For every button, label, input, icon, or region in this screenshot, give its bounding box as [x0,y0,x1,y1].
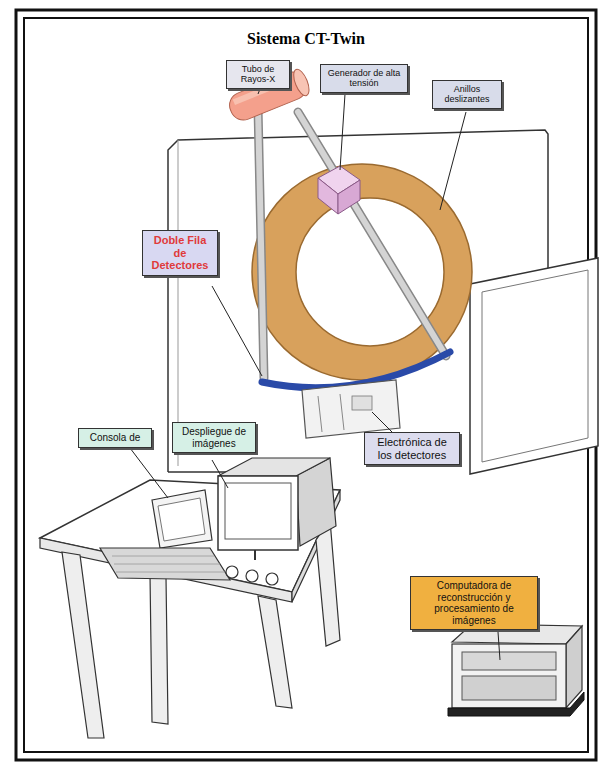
callout-text: Tubo de Rayos-X [231,64,285,85]
callout-text: Anillos deslizantes [437,84,497,105]
callout-box: Generador de alta tensión [320,64,408,93]
callout-box: Consola de [78,428,152,448]
callout-text: Generador de alta tensión [325,68,403,89]
callout-text: Electrónica de los detectores [369,436,455,461]
callout-box: Computadora de reconstrucción y procesam… [410,576,538,630]
callout-box: Electrónica de los detectores [364,432,460,465]
callout-text: Doble Fila de Detectores [147,234,213,272]
callout-text: Computadora de reconstrucción y procesam… [415,580,533,626]
diagram-title: Sistema CT-Twin [247,30,365,48]
callout-text: Despliegue de imágenes [177,426,251,449]
callout-box: Tubo de Rayos-X [226,60,290,89]
callout-box: Doble Fila de Detectores [142,230,218,276]
callout-text: Consola de [83,432,147,444]
callout-box: Anillos deslizantes [432,80,502,109]
callout-box: Despliegue de imágenes [172,422,256,453]
